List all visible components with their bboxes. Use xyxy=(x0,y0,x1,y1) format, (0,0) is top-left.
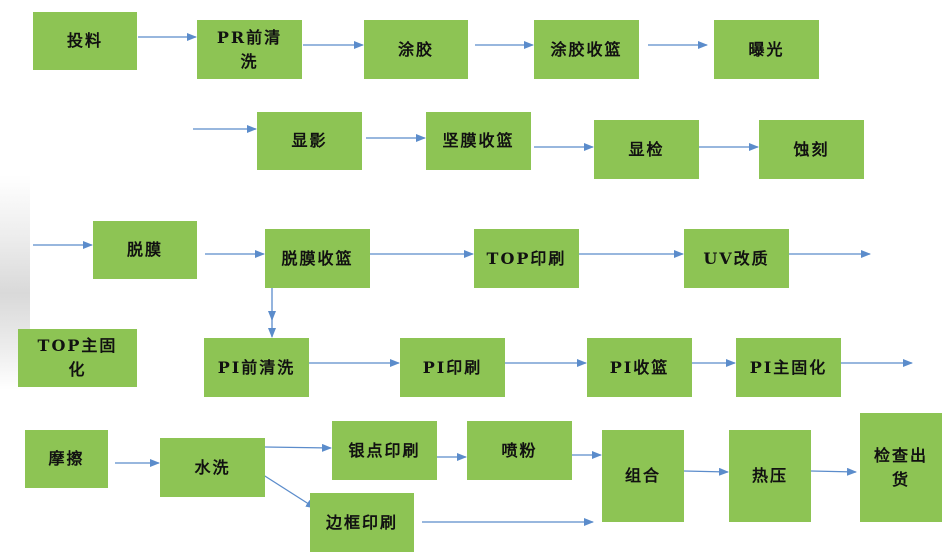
step-label: TOP主固化 xyxy=(37,336,118,379)
step-label: 热压 xyxy=(751,466,788,485)
step-strip: 脱膜 xyxy=(93,221,197,279)
step-label: 喷粉 xyxy=(501,440,538,460)
step-frame-print: 边框印刷 xyxy=(310,493,414,552)
step-label: 摩擦 xyxy=(48,449,85,468)
step-strip-collect: 脱膜收篮 xyxy=(265,229,370,288)
step-top-print: TOP印刷 xyxy=(474,229,579,288)
step-label: 脱膜 xyxy=(126,240,163,259)
step-label: 边框印刷 xyxy=(325,512,398,532)
step-label: 涂胶收篮 xyxy=(550,39,623,59)
step-assembly: 组合 xyxy=(602,430,684,522)
step-pi-collect: PI收篮 xyxy=(587,338,692,397)
arrow-assembly-to-press xyxy=(683,467,729,476)
step-label: UV改质 xyxy=(703,248,770,268)
step-label: 水洗 xyxy=(194,457,231,477)
step-coating-collect: 涂胶收篮 xyxy=(534,20,639,79)
step-water-wash: 水洗 xyxy=(160,438,265,497)
step-label: 组合 xyxy=(624,466,661,485)
step-pi-print: PI印刷 xyxy=(400,338,505,397)
step-hardbake-collect: 坚膜收篮 xyxy=(426,112,531,170)
step-feed: 投料 xyxy=(33,12,137,70)
step-label: PI收篮 xyxy=(609,357,670,377)
step-develop-inspect: 显检 xyxy=(594,120,699,179)
step-develop: 显影 xyxy=(257,112,362,170)
step-label: TOP印刷 xyxy=(486,248,567,268)
step-label: 检查出货 xyxy=(873,445,928,489)
step-label: 曝光 xyxy=(748,39,785,59)
arrow-press-to-ship xyxy=(810,467,857,476)
step-label: 投料 xyxy=(66,31,103,50)
step-label: 银点印刷 xyxy=(348,440,421,460)
step-silver-dot-print: 银点印刷 xyxy=(332,421,437,480)
step-inspect-ship: 检查出货 xyxy=(860,413,942,522)
arrow-wash-to-frame xyxy=(256,470,316,509)
step-label: PI前清洗 xyxy=(217,357,296,377)
step-top-cure: TOP主固化 xyxy=(18,329,137,387)
step-etch: 蚀刻 xyxy=(759,120,864,179)
step-label: 蚀刻 xyxy=(793,139,830,159)
step-coating: 涂胶 xyxy=(364,20,468,79)
step-label: PI主固化 xyxy=(749,357,828,377)
step-pi-preclean: PI前清洗 xyxy=(204,338,309,397)
step-uv-modify: UV改质 xyxy=(684,229,789,288)
step-label: 显检 xyxy=(628,139,665,159)
step-label: 涂胶 xyxy=(397,39,434,59)
step-pr-preclean: PR前清洗 xyxy=(197,20,302,79)
step-hot-press: 热压 xyxy=(729,430,811,522)
arrow-wash-to-silver xyxy=(264,443,332,452)
step-label: PI印刷 xyxy=(422,357,483,377)
step-rubbing: 摩擦 xyxy=(25,430,108,488)
step-spacer-spray: 喷粉 xyxy=(467,421,572,480)
step-label: 显影 xyxy=(291,131,328,150)
step-pi-cure: PI主固化 xyxy=(736,338,841,397)
step-exposure: 曝光 xyxy=(714,20,819,79)
step-label: PR前清洗 xyxy=(216,27,283,71)
step-label: 坚膜收篮 xyxy=(442,131,515,150)
step-label: 脱膜收篮 xyxy=(281,248,354,268)
